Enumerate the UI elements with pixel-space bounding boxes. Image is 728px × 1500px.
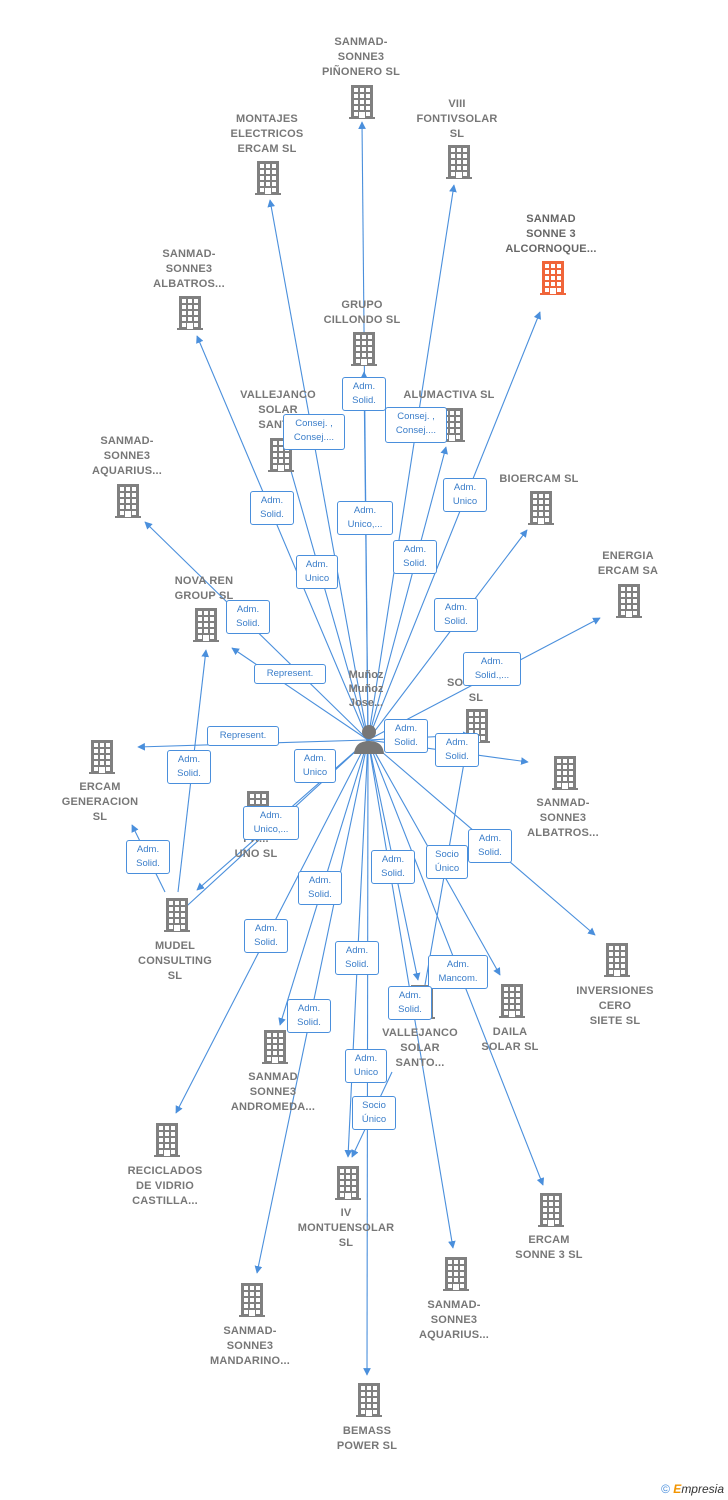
edge-to-company-viii-fontivsolar bbox=[367, 184, 457, 741]
role-badge[interactable]: Adm. Solid. bbox=[335, 941, 379, 975]
edge-to-company-sanmad-sonne3-alcornoque bbox=[367, 311, 541, 741]
building-icon[interactable] bbox=[193, 608, 219, 642]
edge-to-company-grupo-cillondo bbox=[360, 371, 369, 741]
building-icon[interactable] bbox=[262, 1030, 288, 1064]
building-icon[interactable] bbox=[335, 1166, 361, 1200]
company-sanmad-sonne3-mandarino-label[interactable]: SANMAD- SONNE3 MANDARINO... bbox=[209, 1325, 291, 1367]
building-icon[interactable] bbox=[604, 943, 630, 977]
company-sanmad-sonne3-aquarius-2-label[interactable]: SANMAD- SONNE3 AQUARIUS... bbox=[418, 1299, 490, 1341]
company-montajes-electricos-ercam-label[interactable]: MONTAJES ELECTRICOS ERCAM SL bbox=[230, 113, 304, 155]
company-ercam-sonne3-label[interactable]: ERCAM SONNE 3 SL bbox=[515, 1234, 583, 1261]
role-badge[interactable]: Adm. Solid. bbox=[435, 733, 479, 767]
role-badge[interactable]: Represent. bbox=[207, 726, 279, 746]
person-label: Muñoz Muñoz Jose... bbox=[348, 669, 384, 709]
role-badge[interactable]: Adm. Solid. bbox=[287, 999, 331, 1033]
role-badge[interactable]: Consej. , Consej.... bbox=[283, 414, 345, 450]
building-icon[interactable] bbox=[154, 1123, 180, 1157]
building-icon[interactable] bbox=[164, 898, 190, 932]
role-badge[interactable]: Adm. Unico bbox=[345, 1049, 387, 1083]
role-badge[interactable]: Adm. Solid. bbox=[371, 850, 415, 884]
company-vallejanco-solar-santo-2-label[interactable]: VALLEJANCO SOLAR SANTO... bbox=[382, 1027, 458, 1069]
building-icon[interactable] bbox=[356, 1383, 382, 1417]
footer-brand: © Empresia bbox=[661, 1482, 724, 1496]
role-badge[interactable]: Adm. Solid. bbox=[126, 840, 170, 874]
role-badge[interactable]: Adm. Unico,... bbox=[243, 806, 299, 840]
role-badge[interactable]: Adm. Solid. bbox=[244, 919, 288, 953]
role-badge[interactable]: Adm. Solid. bbox=[384, 719, 428, 753]
role-badge[interactable]: Adm. Solid. bbox=[388, 986, 432, 1020]
role-badge[interactable]: Socio Único bbox=[426, 845, 468, 879]
company-bemass-power-label[interactable]: BEMASS POWER SL bbox=[336, 1425, 398, 1452]
person-node[interactable] bbox=[352, 722, 386, 761]
role-badge[interactable]: Adm. Unico bbox=[294, 749, 336, 783]
company-alumactiva-label[interactable]: ALUMACTIVA SL bbox=[403, 389, 495, 401]
role-badge[interactable]: Adm. Solid. bbox=[468, 829, 512, 863]
role-badge[interactable]: Adm. Solid. bbox=[434, 598, 478, 632]
company-reciclados-de-vidrio-castilla-label[interactable]: RECICLADOS DE VIDRIO CASTILLA... bbox=[127, 1165, 203, 1207]
company-inversiones-cero-siete-label[interactable]: INVERSIONES CERO SIETE SL bbox=[576, 985, 654, 1027]
role-badge[interactable]: Adm. Unico bbox=[296, 555, 338, 589]
role-badge[interactable]: Adm. Solid.,... bbox=[463, 652, 521, 686]
building-icon[interactable] bbox=[255, 161, 281, 195]
company-grupo-cillondo-label[interactable]: GRUPO CILLONDO SL bbox=[323, 299, 401, 326]
edge-to-company-montajes-electricos-ercam bbox=[267, 199, 369, 741]
company-sanmad-sonne3-alcornoque-label[interactable]: SANMAD SONNE 3 ALCORNOQUE... bbox=[505, 213, 597, 255]
company-iv-montuensolar-label[interactable]: IV MONTUENSOLAR SL bbox=[297, 1207, 395, 1249]
role-badge[interactable]: Consej. , Consej.... bbox=[385, 407, 447, 443]
role-badge[interactable]: Adm. Unico bbox=[443, 478, 487, 512]
edge-to-company-nova-ren-group bbox=[231, 647, 369, 741]
company-sanmad-sonne3-pinonero-label[interactable]: SANMAD- SONNE3 PIÑONERO SL bbox=[322, 36, 400, 78]
company-nova-ren-group-label[interactable]: NOVA REN GROUP SL bbox=[174, 575, 234, 602]
company-ercam-generacion-label[interactable]: ERCAM GENERACION SL bbox=[61, 781, 139, 823]
company-viii-fontivsolar-label[interactable]: VIII FONTIVSOLAR SL bbox=[416, 98, 498, 140]
edge-to-company-vallejanco-solar-sant-1 bbox=[283, 449, 369, 741]
company-sanmad-sonne3-andromeda-label[interactable]: SANMAD SONNE3 ANDROMEDA... bbox=[230, 1071, 316, 1113]
company-sanmad-sonne3-albatros-1-label[interactable]: SANMAD- SONNE3 ALBATROS... bbox=[153, 248, 225, 290]
company-sanmad-sonne3-aquarius-1-label[interactable]: SANMAD- SONNE3 AQUARIUS... bbox=[91, 435, 163, 477]
role-badge[interactable]: Adm. Solid. bbox=[342, 377, 386, 411]
building-icon[interactable] bbox=[528, 491, 554, 525]
building-icon[interactable] bbox=[443, 1257, 469, 1291]
building-icon[interactable] bbox=[538, 1193, 564, 1227]
role-badge[interactable]: Adm. Solid. bbox=[298, 871, 342, 905]
building-icon[interactable] bbox=[177, 296, 203, 330]
building-icon[interactable] bbox=[540, 261, 566, 295]
role-badge[interactable]: Adm. Mancom. bbox=[428, 955, 488, 989]
building-icon[interactable] bbox=[351, 332, 377, 366]
company-mudel-consulting-label[interactable]: MUDEL CONSULTING SL bbox=[138, 940, 212, 982]
role-badge[interactable]: Adm. Unico,... bbox=[337, 501, 393, 535]
role-badge[interactable]: Adm. Solid. bbox=[250, 491, 294, 525]
edge-to-company-sanmad-sonne3-albatros-1 bbox=[196, 335, 369, 741]
building-icon[interactable] bbox=[349, 85, 375, 119]
building-icon[interactable] bbox=[239, 1283, 265, 1317]
building-icon[interactable] bbox=[616, 584, 642, 618]
company-daila-solar-label[interactable]: DAILA SOLAR SL bbox=[481, 1026, 539, 1053]
brand-logo[interactable]: Empresia bbox=[673, 1482, 724, 1496]
building-icon[interactable] bbox=[115, 484, 141, 518]
company-sanmad-sonne3-albatros-2-label[interactable]: SANMAD- SONNE3 ALBATROS... bbox=[527, 797, 599, 839]
person-icon bbox=[354, 725, 384, 754]
building-icon[interactable] bbox=[499, 984, 525, 1018]
role-badge[interactable]: Socio Único bbox=[352, 1096, 396, 1130]
edge-to-company-bioercam bbox=[367, 529, 528, 741]
copyright-symbol: © bbox=[661, 1482, 670, 1496]
role-badge[interactable]: Adm. Solid. bbox=[393, 540, 437, 574]
role-badge[interactable]: Represent. bbox=[254, 664, 326, 684]
edge-to-company-alumactiva bbox=[367, 446, 448, 741]
role-badge[interactable]: Adm. Solid. bbox=[226, 600, 270, 634]
role-badge[interactable]: Adm. Solid. bbox=[167, 750, 211, 784]
building-icon[interactable] bbox=[89, 740, 115, 774]
building-icon[interactable] bbox=[446, 145, 472, 179]
building-icon[interactable] bbox=[552, 756, 578, 790]
company-energia-ercam-label[interactable]: ENERGIA ERCAM SA bbox=[597, 550, 659, 577]
company-bioercam-label[interactable]: BIOERCAM SL bbox=[499, 473, 579, 485]
